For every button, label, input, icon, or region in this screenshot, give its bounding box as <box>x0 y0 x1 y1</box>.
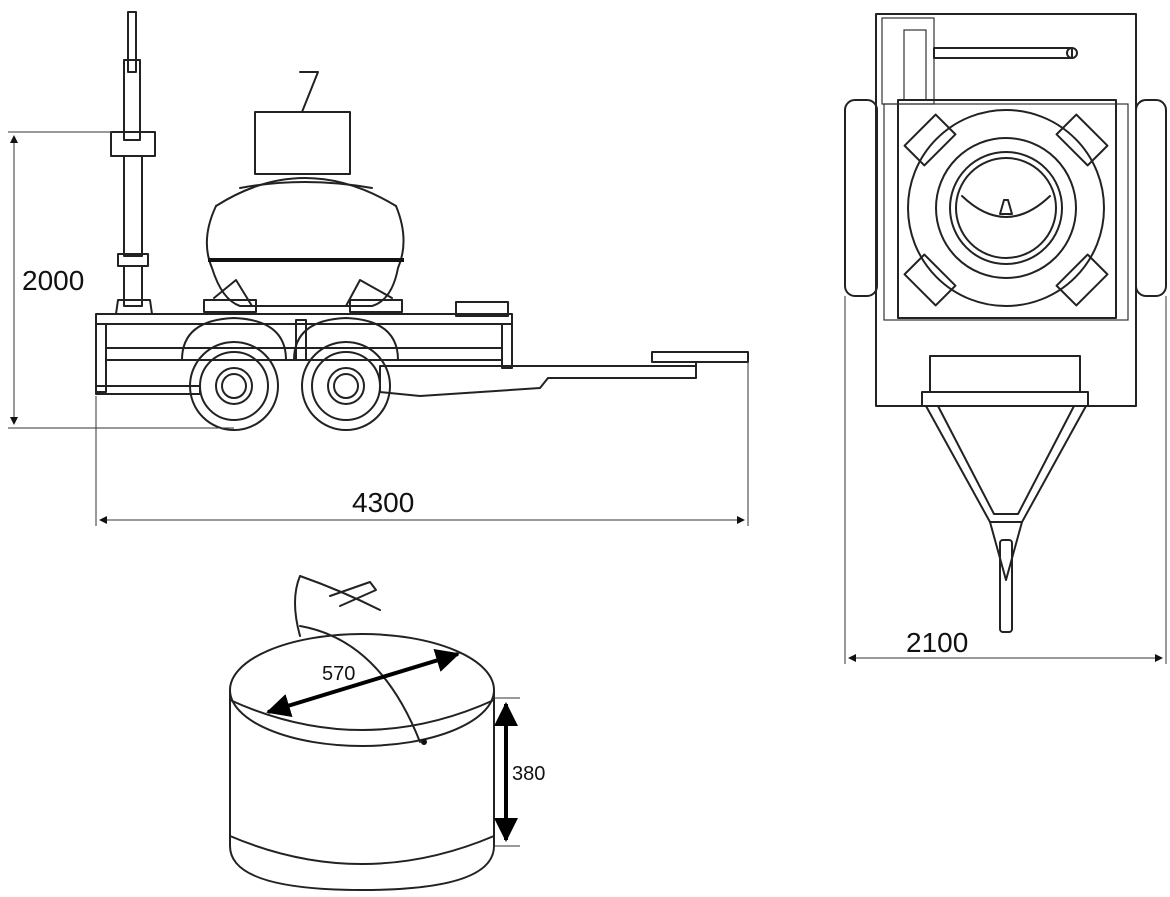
side-view <box>95 11 749 431</box>
basket-diameter-label: 570 <box>322 663 355 685</box>
trailer-frame <box>95 301 749 397</box>
length-dimension-label: 4300 <box>352 487 414 518</box>
mast-top <box>881 17 1078 105</box>
mast <box>110 11 156 315</box>
length-dimension <box>95 360 749 526</box>
top-view <box>844 13 1167 633</box>
basket-diameter-arrow <box>266 648 460 718</box>
wheel-front <box>189 341 279 431</box>
width-dimension <box>844 296 1167 664</box>
width-dimension-label: 2100 <box>906 627 968 658</box>
wheel-rear <box>301 341 391 431</box>
height-dimension <box>8 131 234 429</box>
height-dimension-label: 2000 <box>22 265 84 296</box>
basket-height-label: 380 <box>512 763 545 785</box>
basket-height-dimension <box>494 697 520 847</box>
tank <box>203 71 405 313</box>
basket <box>229 575 495 891</box>
